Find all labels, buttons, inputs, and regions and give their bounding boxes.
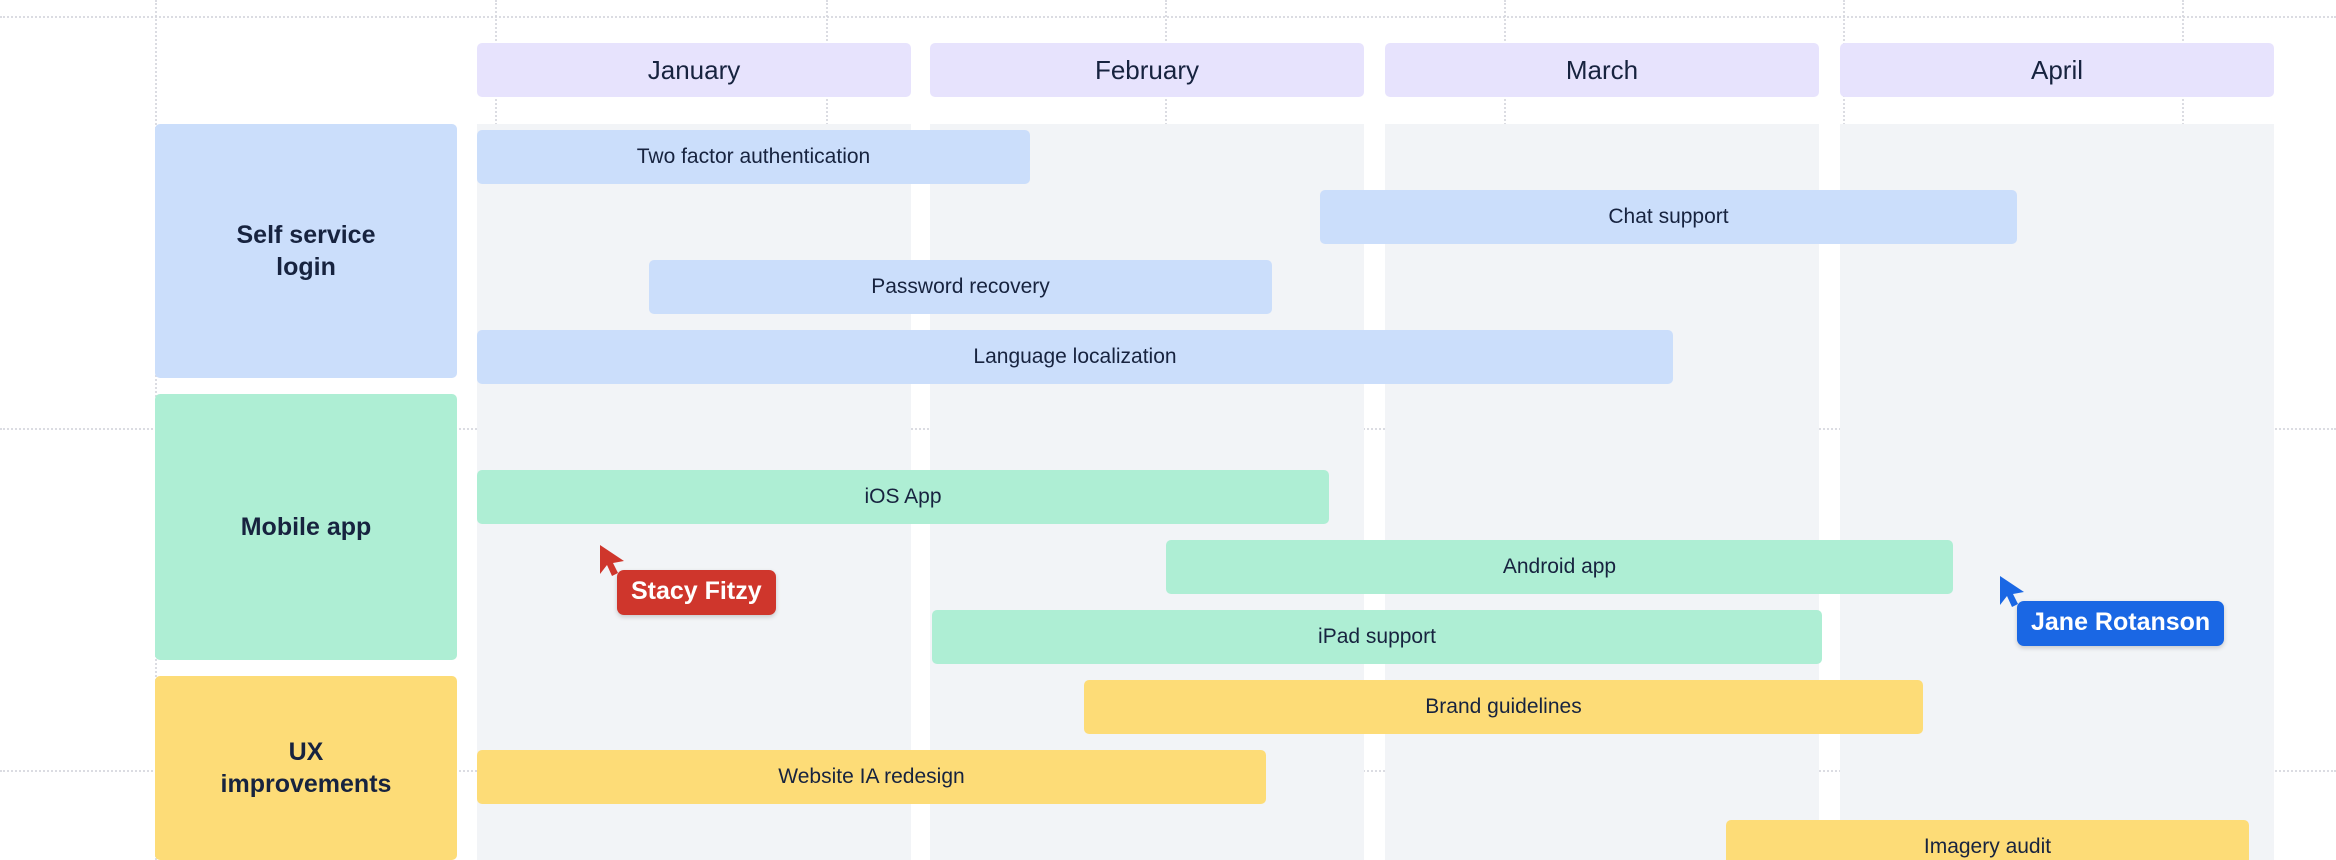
task-bar[interactable]: Two factor authentication (477, 130, 1030, 184)
task-bar-label: Password recovery (871, 275, 1050, 298)
collaborator-name-badge: Stacy Fitzy (617, 570, 776, 615)
month-header-label: February (1094, 54, 1200, 85)
task-bar[interactable]: Imagery audit (1726, 820, 2249, 860)
group-panel-self-service-login[interactable]: Self service login (155, 124, 457, 378)
collaborator-cursor[interactable]: Jane Rotanson (1998, 575, 2225, 646)
task-bar[interactable]: Brand guidelines (1084, 680, 1923, 734)
task-bar[interactable]: Chat support (1320, 190, 2017, 244)
month-header-label: January (647, 54, 741, 85)
month-header-january[interactable]: January (477, 43, 911, 97)
month-track-april (1840, 124, 2274, 860)
cursor-arrow-icon (2000, 576, 2024, 607)
month-header-label: April (2030, 54, 2083, 85)
group-panel-ux-improvements[interactable]: UX improvements (155, 676, 457, 860)
cursor-arrow-icon (600, 545, 624, 576)
group-panel-label: Mobile app (240, 513, 372, 541)
month-header-february[interactable]: February (930, 43, 1364, 97)
task-bar-label: Brand guidelines (1425, 695, 1582, 718)
task-bar[interactable]: Website IA redesign (477, 750, 1266, 804)
collaborator-cursor[interactable]: Stacy Fitzy (598, 544, 776, 615)
task-bar[interactable]: iPad support (932, 610, 1822, 664)
group-panel-mobile-app[interactable]: Mobile app (155, 394, 457, 660)
guide-line-horizontal (0, 16, 2336, 18)
month-header-label: March (1565, 54, 1639, 85)
group-panel-label: UX improvements (220, 738, 392, 798)
task-bar-label: Android app (1502, 555, 1617, 578)
task-bar-label: iPad support (1318, 625, 1436, 648)
task-bar-label: Imagery audit (1923, 835, 2052, 858)
task-bar-label: Two factor authentication (636, 145, 871, 168)
task-bar-label: Website IA redesign (778, 765, 965, 788)
task-bar[interactable]: iOS App (477, 470, 1329, 524)
task-bar[interactable]: Android app (1166, 540, 1953, 594)
group-panel-label: Self service login (236, 221, 376, 281)
month-track-march (1385, 124, 1819, 860)
month-header-april[interactable]: April (1840, 43, 2274, 97)
task-bar-label: Language localization (973, 345, 1177, 368)
task-bar[interactable]: Password recovery (649, 260, 1272, 314)
month-header-march[interactable]: March (1385, 43, 1819, 97)
task-bar-label: Chat support (1608, 205, 1729, 228)
collaborator-name-badge: Jane Rotanson (2017, 601, 2225, 646)
task-bar-label: iOS App (864, 485, 942, 508)
task-bar[interactable]: Language localization (477, 330, 1673, 384)
